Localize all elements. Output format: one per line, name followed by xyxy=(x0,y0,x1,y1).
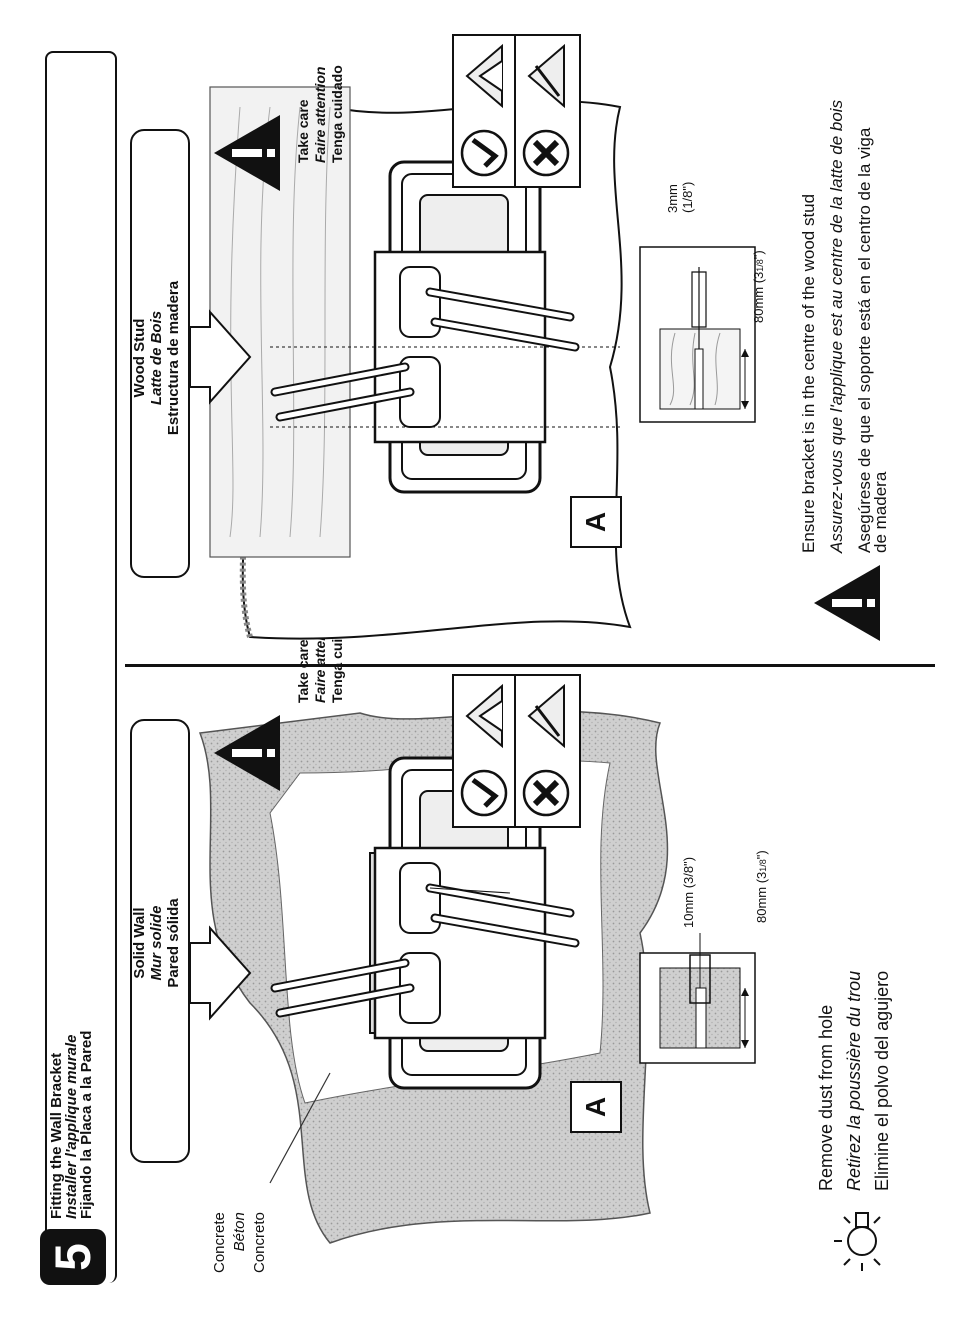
concrete-label: Concrete Béton Concreto xyxy=(210,1212,270,1273)
warning-triangle-icon xyxy=(214,115,280,191)
drill-size-wood: 3mm (1/8") xyxy=(665,182,695,213)
dust-tip-fr: Retirez la poussière du trou xyxy=(844,970,864,1191)
drill-size-wood-mm: 3mm xyxy=(665,184,680,213)
drill-depth-solid: 80mm (31/8") xyxy=(754,850,770,923)
concrete-fr: Béton xyxy=(231,1212,248,1252)
wood-stud-illustration xyxy=(189,86,756,640)
take-care-wood: Take care Faire attention Tenga cuidado xyxy=(295,65,346,163)
warning-triangle-icon xyxy=(814,565,880,641)
warning-triangle-icon xyxy=(214,715,280,791)
wood-stud-note: Ensure bracket is in the centre of the w… xyxy=(795,99,890,553)
check-box-divider xyxy=(514,36,516,186)
check-icon xyxy=(460,129,508,177)
drill-depth-wood-frac: 1/8 xyxy=(755,259,765,272)
drill-depth-wood-end: ") xyxy=(751,250,766,260)
dust-tip: Remove dust from hole Retirez la poussiè… xyxy=(812,971,896,1191)
anchor-check-box-wood xyxy=(452,34,581,188)
take-care-wood-fr: Faire attention xyxy=(312,66,328,163)
check-box-divider xyxy=(514,676,516,826)
solid-wall-illustration xyxy=(189,710,756,1244)
drill-depth-wood-main: 80mm (3 xyxy=(751,271,766,323)
dust-tip-es: Elimine el polvo del agujero xyxy=(872,970,892,1191)
drill-size-wood-in: (1/8") xyxy=(680,181,695,213)
drill-size-solid: 10mm (3/8") xyxy=(681,856,696,928)
concrete-en: Concrete xyxy=(211,1212,228,1273)
concrete-es: Concreto xyxy=(251,1212,268,1273)
take-care-wood-es: Tenga cuidado xyxy=(329,65,345,163)
drill-depth-solid-end: ") xyxy=(754,850,769,860)
check-icon xyxy=(460,769,508,817)
dust-tip-en: Remove dust from hole xyxy=(816,1004,836,1191)
anchor-incorrect-icon xyxy=(527,683,565,749)
lightbulb-icon xyxy=(834,1212,881,1271)
drill-depth-solid-frac: 1/8 xyxy=(758,859,768,872)
drill-depth-solid-main: 80mm (3 xyxy=(754,871,769,923)
wood-note-fr: Assurez-vous que l'applique est au centr… xyxy=(827,99,846,553)
cross-icon xyxy=(522,129,570,177)
take-care-wood-en: Take care xyxy=(295,99,311,163)
anchor-correct-icon xyxy=(465,683,503,749)
anchor-check-box-solid xyxy=(452,674,581,828)
wood-note-en: Ensure bracket is in the centre of the w… xyxy=(799,193,818,553)
anchor-incorrect-icon xyxy=(527,43,565,109)
anchor-correct-icon xyxy=(465,43,503,109)
marker-a-wood: A xyxy=(570,496,622,548)
drill-depth-wood: 80mm (31/8") xyxy=(751,250,767,323)
marker-a-solid: A xyxy=(570,1081,622,1133)
cross-icon xyxy=(522,769,570,817)
